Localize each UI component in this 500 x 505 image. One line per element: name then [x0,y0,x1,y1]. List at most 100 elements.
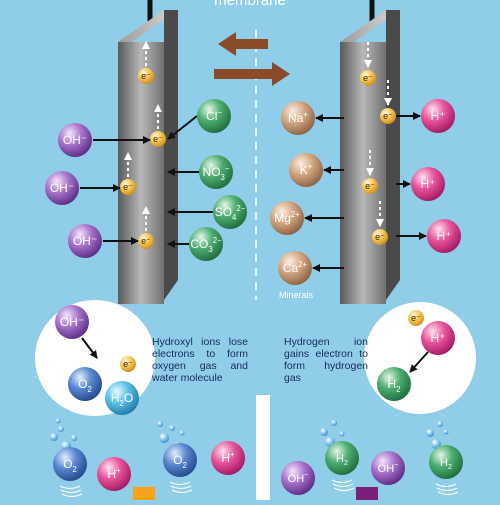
bottom-right-ion-shape [281,461,315,495]
electron: e⁻ [408,310,424,326]
electron-shape [372,229,388,245]
gas-bubble [339,431,345,437]
ripple-mark [436,487,458,492]
right-electrode-side [386,10,400,300]
bottom-left-ion-shape [211,441,245,475]
ion-label: e⁻ [375,232,385,242]
electron: e⁻ [380,108,396,124]
outlet-marker-orange [133,487,155,500]
panel-hydrogen-molecule-shape [377,367,411,401]
bottom-right-ion-shape [429,445,463,479]
ion-label: e⁻ [411,313,421,323]
gas-bubble [426,429,434,437]
ion-label: OH⁻ [73,234,97,248]
ripple-mark [437,491,459,496]
ion-label: e⁻ [363,73,373,83]
gas-bubble [50,433,58,441]
ripple-mark [435,483,457,488]
ion-label: OH⁻ [60,315,84,329]
hydrogen-ion: H⁺ [421,99,455,133]
panel-hydroxide-ion-shape [55,305,89,339]
hydroxide-ion: OH⁻ [45,171,79,205]
electron-shape [120,356,136,372]
hydrogen-ion-shape [427,219,461,253]
bottom-left-ion: H+ [97,457,131,491]
ion-label: e⁻ [141,71,151,81]
right-electrode [340,0,400,304]
left-electrode-face [118,42,164,304]
ion-label: H⁺ [431,331,446,345]
ion-label: OH⁻ [50,181,74,195]
ion-label: H⁺ [431,109,446,123]
ion-label: Na+ [288,110,308,125]
ion-label: H2 [336,453,348,467]
hydrogen-ion-shape [411,167,445,201]
ion-label: NO3− [203,164,230,182]
cation-2-shape [289,153,323,187]
panel-water-molecule-shape [105,381,139,415]
ripple-mark [333,487,355,492]
ion-label: CO32− [190,236,222,254]
ion-label: OH− [378,461,399,475]
ion-label: Ca2+ [283,260,308,275]
left-electrode [118,0,178,304]
ripple-mark [59,485,81,490]
left-panel-description: Hydroxyl ions lose electrons to form oxy… [152,336,248,384]
bottom-left-ion-shape [163,443,197,477]
cation-4: Ca2+ [278,251,312,285]
electron: e⁻ [360,70,376,86]
electron: e⁻ [150,131,166,147]
gas-bubble [159,433,169,443]
ion-label: H2 [387,377,400,394]
bottom-left-ion-shape [97,457,131,491]
gas-bubble [331,420,337,426]
bottom-right-ion-shape [371,451,405,485]
anion-3-shape [213,195,247,229]
right-panel-description: Hydrogen ion gains electron to form hydr… [284,336,368,384]
gas-bubble [58,426,64,432]
electron: e⁻ [120,179,136,195]
ion-label: e⁻ [365,181,375,191]
bottom-right-ion: H2 [429,445,463,479]
electron: e⁻ [362,178,378,194]
anion-1: Cl− [197,99,231,133]
right-electrode-face [340,42,386,304]
panel-oxygen-molecule: O2 [68,367,102,401]
ion-label: e⁻ [383,111,393,121]
panel-hydrogen-ion: H⁺ [421,321,455,355]
gas-bubble [437,421,443,427]
panel-water-molecule: H2O [105,381,139,415]
bottom-left-ion-shape [53,447,87,481]
outlet-marker-purple [356,487,378,500]
left-electrode-side [164,10,178,300]
electron: e⁻ [372,229,388,245]
bottom-right-ion: H2 [325,441,359,475]
panel-oxygen-molecule-shape [68,367,102,401]
ion-label: H2O [111,391,133,408]
ion-label: O2 [63,457,77,474]
ion-label: e⁻ [123,359,133,369]
ion-label: O2 [173,453,187,470]
ripple-mark [60,489,82,494]
ripple-mark [332,483,354,488]
ripple-mark [169,481,191,486]
exchange-arrows [214,32,290,86]
ion-label: OH− [288,471,309,485]
electron-shape [360,70,376,86]
bottom-divider [256,395,270,500]
ion-label: e⁻ [153,134,163,144]
dynamic-layer: e⁻e⁻e⁻e⁻OH⁻OH⁻OH⁻Cl−NO3−SO42−CO32−e⁻e⁻e⁻… [45,41,463,500]
panel-hydrogen-molecule: H2 [377,367,411,401]
electron-shape [362,178,378,194]
hydroxide-ion-shape [68,224,102,258]
hydroxide-ion: OH⁻ [68,224,102,258]
hydroxide-ion-shape [58,123,92,157]
bottom-left-ion: H+ [211,441,245,475]
ripple-mark [61,493,83,498]
ion-label: H+ [221,450,235,465]
electron-shape [138,233,154,249]
anion-to-electrode-arrow [167,115,198,140]
electron-shape [120,179,136,195]
